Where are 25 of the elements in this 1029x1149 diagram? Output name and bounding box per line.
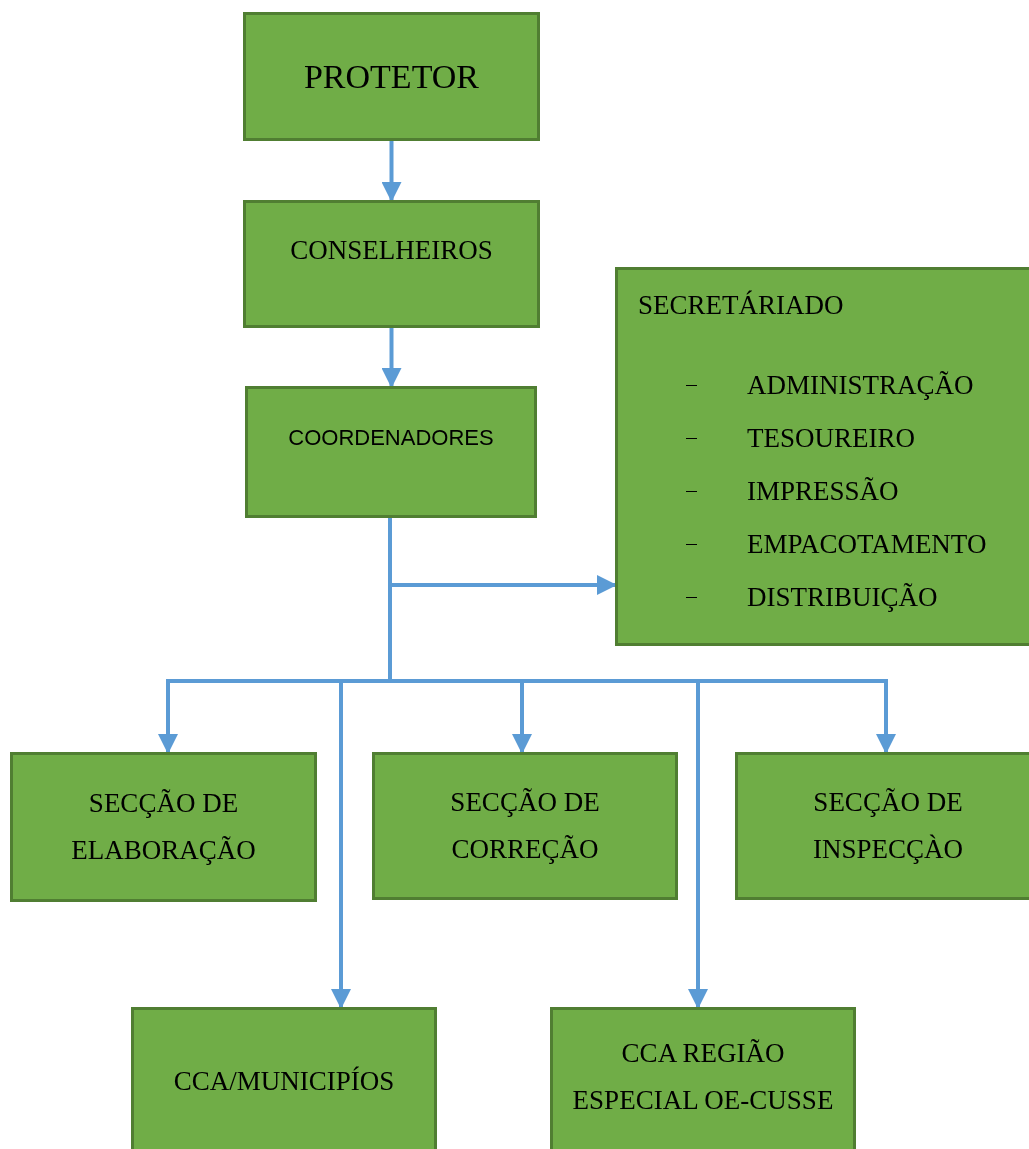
box-label: CONSELHEIROS: [290, 234, 493, 267]
org-box: [243, 12, 540, 141]
list-item: DISTRIBUIÇÃO: [747, 582, 938, 614]
org-box: [10, 752, 317, 902]
box-label: SECÇÃO DE ELABORAÇÃO: [70, 786, 257, 867]
list-item: IMPRESSÃO: [747, 476, 899, 508]
org-box: [243, 200, 540, 328]
list-item: EMPACOTAMENTO: [747, 529, 987, 561]
box-label: CCA REGIÃO ESPECIAL OE-CUSSE: [571, 1037, 835, 1118]
box-heading: SECRETÁRIADO: [638, 289, 844, 322]
list-item: ADMINISTRAÇÃO: [747, 370, 974, 402]
arrow: [381, 328, 402, 388]
org-box: [131, 1007, 437, 1149]
box-label: SECÇÃO DE INSPECÇÀO: [812, 785, 964, 866]
list-item: TESOUREIRO: [747, 423, 915, 455]
org-box: [550, 1007, 856, 1149]
arrow: [381, 141, 402, 202]
box-label: CCA/MUNICIPÍOS: [173, 1065, 395, 1099]
org-box: [615, 267, 1029, 646]
box-label: SECÇÃO DE CORREÇÃO: [449, 785, 601, 866]
box-label: PROTETOR: [303, 56, 480, 97]
org-box: [735, 752, 1029, 900]
box-label: COORDENADORES: [288, 424, 494, 452]
org-box: [245, 386, 537, 518]
org-box: [372, 752, 678, 900]
